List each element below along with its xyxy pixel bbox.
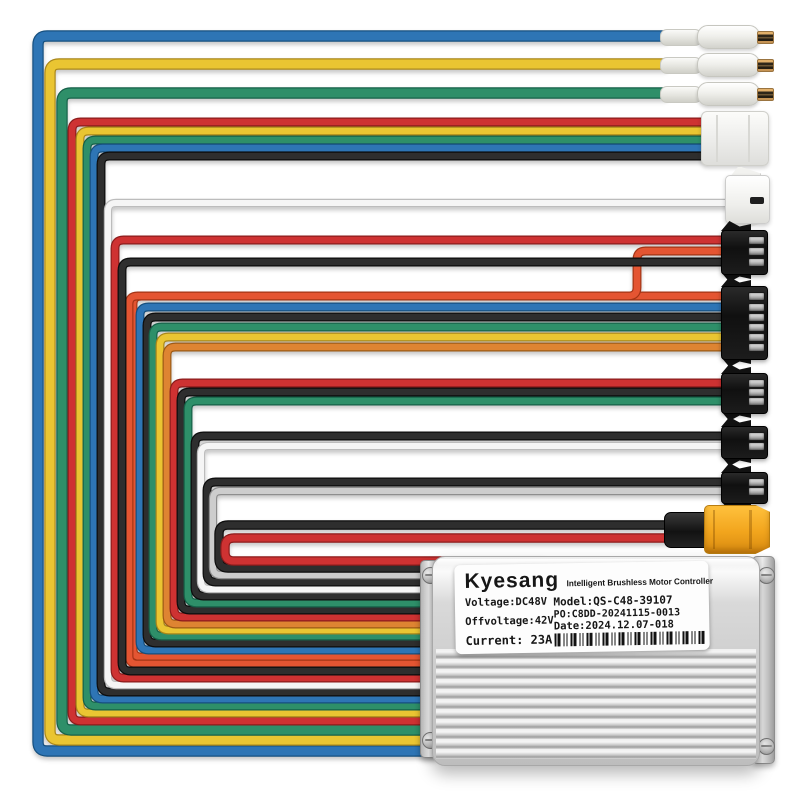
sm6-wire-yellow [156, 333, 725, 634]
connector-seam [748, 115, 750, 162]
sm2a-wire-black [191, 432, 725, 600]
bullet-sleeve-large [697, 25, 760, 49]
metal-pin [748, 388, 765, 397]
metal-pin [748, 313, 765, 322]
phase-wire-green [57, 88, 667, 735]
latch-clip-bottom [721, 357, 751, 367]
housing-ridge [713, 510, 715, 549]
metal-pin [748, 303, 765, 312]
phase-bullet-connector-blue [660, 25, 776, 49]
latch-clip-top [721, 417, 751, 427]
sm-2pin-connector-a [721, 417, 768, 466]
screw-icon [758, 738, 775, 755]
connector-seam [716, 115, 718, 162]
xt60-wire-red [221, 534, 679, 565]
sm6-wire-blue [136, 303, 725, 654]
sm6-wire-orange [163, 343, 725, 628]
metal-pin [748, 478, 765, 487]
latch-clip-bottom [721, 411, 751, 421]
metal-pin [748, 487, 765, 496]
white-2pin-connector [725, 166, 770, 231]
latch-clip-top [721, 463, 751, 473]
phase-bullet-connector-green [660, 82, 776, 106]
sm3b-wire-green [184, 397, 725, 607]
metal-pin [748, 343, 765, 352]
sm3b-wire-black [177, 388, 725, 614]
hall-wire-yellow [76, 127, 708, 717]
bullet-metal-tip [757, 87, 774, 101]
xt60-housing [704, 505, 770, 554]
brand-name: Kyesang [464, 568, 560, 594]
phase-wire-yellow [45, 59, 667, 745]
connector-housing [721, 426, 768, 459]
bullet-metal-tip [757, 58, 774, 72]
latch-clip-bottom [721, 272, 751, 282]
bullet-metal-tip [757, 30, 774, 44]
sm2a-wire-white [198, 443, 725, 592]
screw-icon [758, 567, 775, 584]
bullet-sleeve-small [660, 28, 702, 46]
sm6-wire-black [143, 313, 725, 647]
latch-clip-top [721, 221, 751, 231]
sm-2pin-connector-b [721, 463, 768, 511]
latch-clip-top [721, 364, 751, 374]
xt60-wire-black [215, 521, 679, 572]
hall-wire-green [83, 136, 708, 710]
hall-wire-black [97, 152, 708, 696]
metal-pin [748, 432, 765, 441]
metal-pin [748, 258, 765, 267]
heatsink-fins [436, 649, 756, 759]
sm2b-wire-gray [210, 488, 725, 578]
housing-ridge [749, 510, 752, 549]
hall-wire-red [68, 118, 708, 725]
bullet-sleeve-large [697, 82, 760, 106]
barcode [553, 630, 707, 647]
spec-current: Current: 23A [465, 632, 553, 649]
metal-pin [748, 379, 765, 388]
metal-pin [748, 292, 765, 301]
metal-pin [748, 236, 765, 245]
sm3b-wire-red [170, 379, 725, 621]
white-signal-wire [105, 200, 732, 688]
spec-offvoltage: Offvoltage:42V [465, 613, 554, 628]
sm3a-wire-red [111, 236, 725, 682]
controller-label: Kyesang Intelligent Brushless Motor Cont… [454, 560, 713, 655]
metal-pin [748, 333, 765, 342]
spec-voltage: Voltage:DC48V [464, 595, 548, 610]
bullet-sleeve-large [697, 53, 760, 77]
hall-wire-blue [90, 144, 708, 703]
sm3a-wire-orange [125, 247, 725, 668]
phase-wire-blue [33, 31, 667, 756]
metal-pin [748, 247, 765, 256]
bullet-sleeve-small [660, 56, 702, 74]
phase-bullet-connector-yellow [660, 53, 776, 77]
connector-slot [750, 197, 764, 204]
sm-6pin-connector [721, 277, 768, 367]
bullet-sleeve-small [660, 85, 702, 103]
hall-sensor-connector [701, 111, 769, 166]
spec-model: Model:QS-C48-39107 [553, 593, 673, 609]
sm3a-wire-black [118, 258, 725, 675]
sm-3pin-connector-a [721, 221, 768, 282]
product-subtitle: Intelligent Brushless Motor Controller [566, 575, 713, 589]
sm-3pin-connector-b [721, 364, 768, 421]
metal-pin [748, 442, 765, 451]
sm2b-wire-black [203, 478, 725, 586]
xt60-battery-connector [664, 505, 770, 554]
latch-clip-top [721, 277, 751, 287]
latch-clip-bottom [721, 456, 751, 466]
metal-pin [748, 323, 765, 332]
metal-pin [748, 397, 765, 406]
sm6-wire-green [149, 323, 725, 640]
